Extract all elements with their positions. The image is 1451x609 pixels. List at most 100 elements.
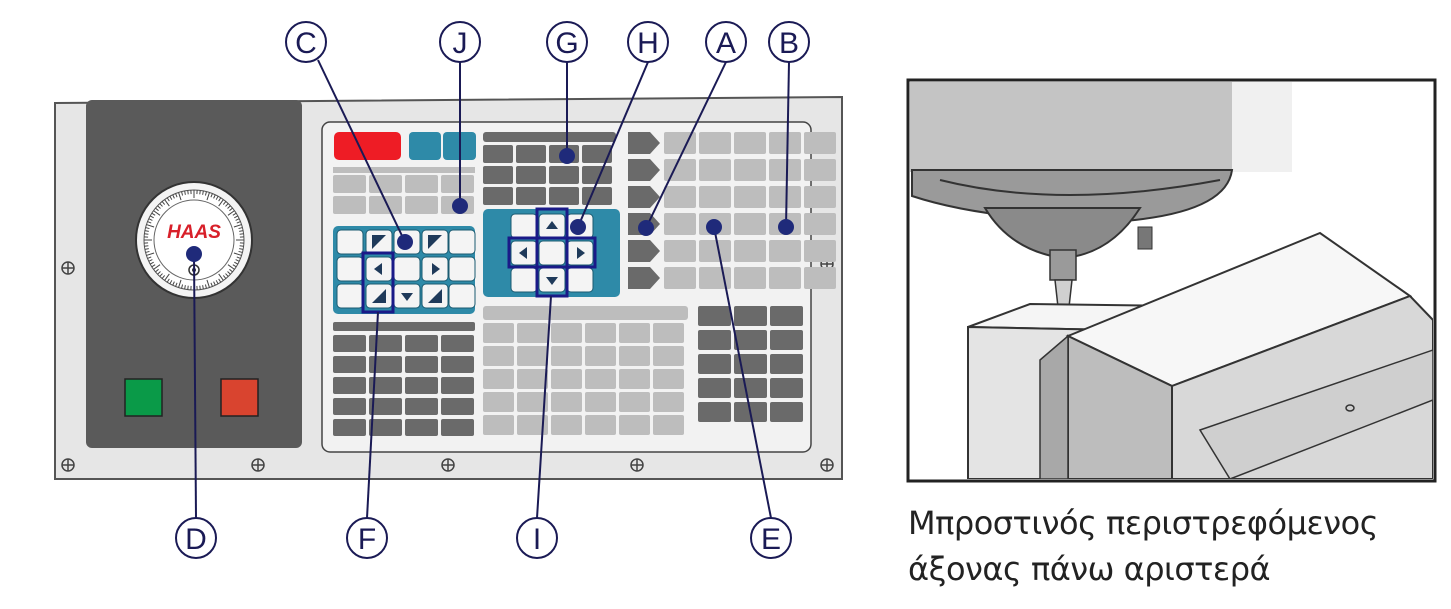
letter-key-dark[interactable] xyxy=(441,398,474,415)
cursor-key[interactable] xyxy=(510,213,538,239)
number-key[interactable] xyxy=(770,402,803,422)
number-key[interactable] xyxy=(770,306,803,326)
alpha-key[interactable] xyxy=(619,346,650,366)
number-key[interactable] xyxy=(698,330,731,350)
letter-key-dark[interactable] xyxy=(333,335,366,352)
number-key[interactable] xyxy=(770,354,803,374)
number-key[interactable] xyxy=(698,354,731,374)
mode-key[interactable] xyxy=(582,187,612,205)
display-key[interactable] xyxy=(441,175,474,193)
override-key[interactable] xyxy=(769,267,801,289)
cursor-key[interactable] xyxy=(336,283,364,309)
alpha-key[interactable] xyxy=(653,415,684,435)
override-key[interactable] xyxy=(664,213,696,235)
power-off-key[interactable] xyxy=(334,132,401,160)
display-key[interactable] xyxy=(405,175,438,193)
alpha-key[interactable] xyxy=(585,415,616,435)
alpha-key[interactable] xyxy=(619,323,650,343)
override-key[interactable] xyxy=(804,213,836,235)
override-key[interactable] xyxy=(699,240,731,262)
letter-key-dark[interactable] xyxy=(369,398,402,415)
display-key[interactable] xyxy=(405,196,438,214)
letter-key-dark[interactable] xyxy=(405,398,438,415)
number-key[interactable] xyxy=(698,306,731,326)
override-key[interactable] xyxy=(664,132,696,154)
mode-key[interactable] xyxy=(549,187,579,205)
override-key[interactable] xyxy=(664,159,696,181)
alpha-key[interactable] xyxy=(551,415,582,435)
override-key[interactable] xyxy=(769,186,801,208)
mode-key[interactable] xyxy=(549,166,579,184)
override-key[interactable] xyxy=(699,159,731,181)
letter-key-dark[interactable] xyxy=(333,377,366,394)
alpha-key[interactable] xyxy=(653,346,684,366)
alpha-key[interactable] xyxy=(483,392,514,412)
override-key[interactable] xyxy=(734,132,766,154)
number-key[interactable] xyxy=(734,330,767,350)
alpha-key[interactable] xyxy=(585,346,616,366)
display-key[interactable] xyxy=(369,196,402,214)
alpha-key[interactable] xyxy=(517,369,548,389)
override-key[interactable] xyxy=(804,159,836,181)
cursor-key[interactable] xyxy=(538,240,566,266)
override-key[interactable] xyxy=(804,132,836,154)
override-key[interactable] xyxy=(664,240,696,262)
letter-key-dark[interactable] xyxy=(405,377,438,394)
cursor-key[interactable] xyxy=(336,229,364,255)
letter-key-dark[interactable] xyxy=(405,335,438,352)
cursor-key[interactable] xyxy=(448,283,476,309)
letter-key-dark[interactable] xyxy=(369,335,402,352)
alpha-key[interactable] xyxy=(483,323,514,343)
letter-key-dark[interactable] xyxy=(405,419,438,436)
alpha-key[interactable] xyxy=(653,369,684,389)
override-key[interactable] xyxy=(769,240,801,262)
override-key[interactable] xyxy=(769,132,801,154)
cursor-key[interactable] xyxy=(448,256,476,282)
alpha-key[interactable] xyxy=(619,369,650,389)
alpha-key[interactable] xyxy=(619,415,650,435)
cursor-key[interactable] xyxy=(393,256,421,282)
override-key[interactable] xyxy=(734,267,766,289)
mode-key[interactable] xyxy=(582,166,612,184)
mode-key[interactable] xyxy=(582,145,612,163)
alpha-key[interactable] xyxy=(585,392,616,412)
letter-key-dark[interactable] xyxy=(333,419,366,436)
override-key[interactable] xyxy=(769,159,801,181)
display-key[interactable] xyxy=(333,175,366,193)
letter-key-dark[interactable] xyxy=(441,419,474,436)
cursor-key[interactable] xyxy=(448,229,476,255)
cursor-key[interactable] xyxy=(510,267,538,293)
display-key[interactable] xyxy=(369,175,402,193)
letter-key-dark[interactable] xyxy=(405,356,438,373)
number-key[interactable] xyxy=(734,306,767,326)
mode-key[interactable] xyxy=(516,187,546,205)
override-key[interactable] xyxy=(804,267,836,289)
override-key[interactable] xyxy=(664,186,696,208)
alpha-key[interactable] xyxy=(517,415,548,435)
alpha-key[interactable] xyxy=(653,323,684,343)
alpha-key[interactable] xyxy=(517,346,548,366)
override-key[interactable] xyxy=(664,267,696,289)
letter-key-dark[interactable] xyxy=(441,377,474,394)
number-key[interactable] xyxy=(770,378,803,398)
letter-key-dark[interactable] xyxy=(333,398,366,415)
letter-key-dark[interactable] xyxy=(369,377,402,394)
letter-key-dark[interactable] xyxy=(441,335,474,352)
mode-key[interactable] xyxy=(483,187,513,205)
alpha-key[interactable] xyxy=(551,369,582,389)
letter-key-dark[interactable] xyxy=(333,356,366,373)
override-key[interactable] xyxy=(734,186,766,208)
override-key[interactable] xyxy=(804,186,836,208)
number-key[interactable] xyxy=(698,378,731,398)
override-key[interactable] xyxy=(699,186,731,208)
number-key[interactable] xyxy=(734,378,767,398)
alpha-key[interactable] xyxy=(551,346,582,366)
alpha-key[interactable] xyxy=(517,323,548,343)
alpha-key[interactable] xyxy=(585,323,616,343)
cursor-key[interactable] xyxy=(566,267,594,293)
mode-select-key[interactable] xyxy=(628,240,660,262)
mode-key[interactable] xyxy=(483,145,513,163)
mode-select-key[interactable] xyxy=(628,267,660,289)
alpha-key[interactable] xyxy=(483,346,514,366)
letter-key-dark[interactable] xyxy=(369,356,402,373)
